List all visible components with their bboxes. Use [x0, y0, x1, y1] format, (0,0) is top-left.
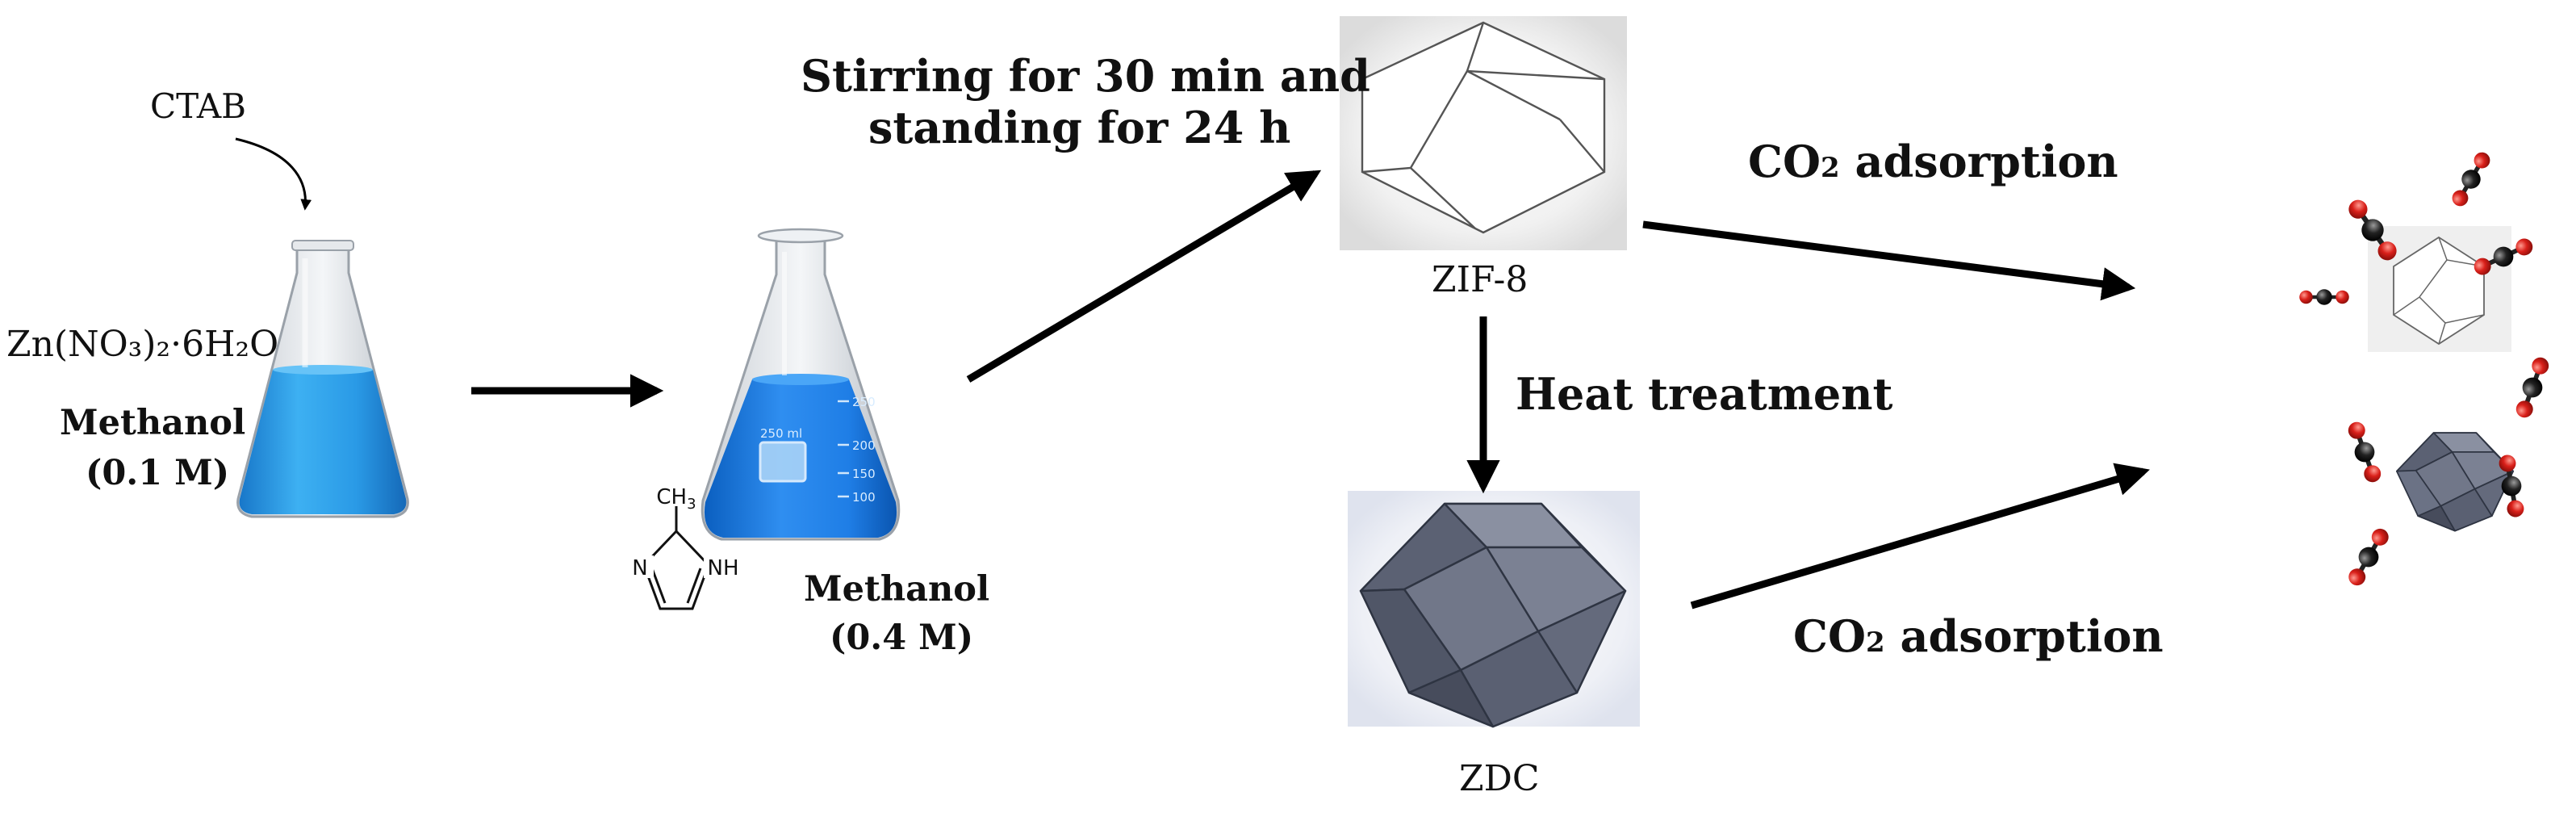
ctab-label: CTAB — [150, 86, 247, 126]
ring-nh-label: NH — [708, 556, 739, 580]
concentration-label-1: (0.1 M) — [86, 453, 230, 493]
heat-treatment-label: Heat treatment — [1516, 368, 1893, 420]
co2-adsorption-label-1: CO2 adsorption — [1748, 136, 2118, 187]
flask-2-icon: 250 ml 250 200 150 100 — [700, 228, 901, 541]
stirring-label-line-2: standing for 24 h — [868, 102, 1291, 153]
zdc-co2-product-icon — [2344, 354, 2553, 589]
zif8-crystal-icon — [1361, 21, 1606, 234]
ctab-arrow — [235, 137, 312, 211]
arrow-zdc-to-product-2 — [1690, 463, 2150, 610]
concentration-label-2: (0.4 M) — [830, 618, 974, 658]
zdc-crystal-icon — [1359, 502, 1627, 728]
arrow-flask2-to-zif8 — [966, 170, 1322, 383]
flask-tick-100: 100 — [852, 490, 876, 505]
ring-n-label: N — [632, 556, 647, 580]
flask-tick-200: 200 — [852, 438, 876, 453]
methyl-label: CH3 — [656, 485, 696, 513]
stirring-label-line-1: Stirring for 30 min and — [801, 50, 1370, 102]
co2-adsorption-label-2: CO2 adsorption — [1793, 610, 2164, 662]
flask-tick-250: 250 — [852, 395, 876, 409]
zinc-nitrate-label: Zn(NO₃)₂·6H₂O — [6, 324, 279, 365]
zdc-label: ZDC — [1459, 758, 1540, 799]
methanol-label-2: Methanol — [804, 569, 990, 610]
zif8-label: ZIF-8 — [1432, 259, 1528, 300]
flask-tick-150: 150 — [852, 467, 876, 481]
flask-1-icon — [236, 240, 409, 518]
methanol-label-1: Methanol — [60, 403, 246, 443]
flask-volume-label: 250 ml — [760, 426, 802, 441]
arrow-zif8-to-product-1 — [1642, 220, 2136, 301]
